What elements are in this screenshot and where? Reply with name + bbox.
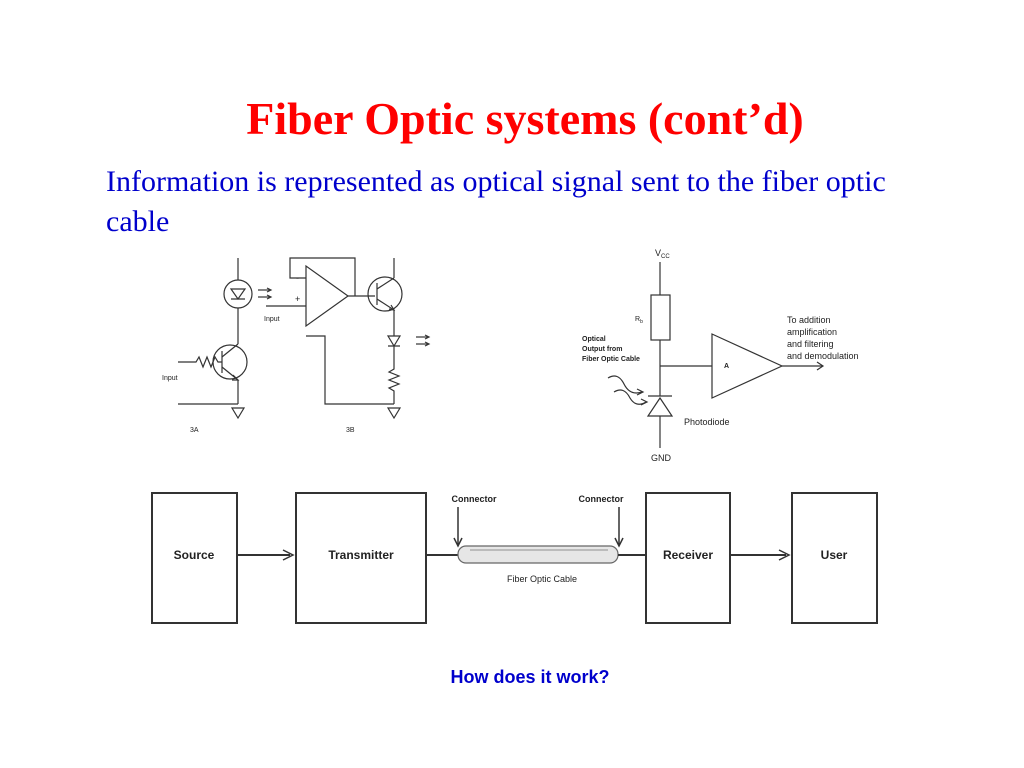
input-3b-label: Input	[264, 316, 280, 323]
transistor-3b	[367, 276, 403, 312]
arrow-source-transmitter	[282, 549, 295, 561]
svg-text:and demodulation: and demodulation	[787, 351, 859, 361]
receiver-circuit: VCC Rb A Photodiode GND Optical Output f…	[582, 248, 859, 463]
slide-title: Fiber Optic systems (cont’d)	[246, 93, 804, 144]
receiver-block	[645, 492, 731, 624]
led-3b	[386, 335, 402, 348]
opamp-plus: +	[295, 294, 300, 304]
label-3a: 3A	[190, 427, 199, 434]
led-arrows-3a	[258, 287, 273, 300]
connector-right-label: Connector	[579, 494, 624, 504]
opamp-3b	[305, 264, 350, 328]
amp-label: A	[724, 363, 729, 370]
user-label: User	[821, 548, 848, 562]
svg-text:Output from: Output from	[582, 346, 622, 353]
source-block	[151, 492, 238, 624]
photodiode-label: Photodiode	[684, 417, 730, 427]
svg-text:To addition: To addition	[787, 315, 831, 325]
amplifier-a	[711, 333, 784, 399]
circuit-3b: - + Input 3B	[264, 257, 431, 434]
opamp-feedback	[289, 257, 356, 296]
resistor-3b	[387, 366, 401, 404]
svg-text:Fiber Optic Cable: Fiber Optic Cable	[582, 356, 640, 363]
label-3b: 3B	[346, 427, 355, 434]
slide-subtitle: Information is represented as optical si…	[106, 165, 886, 238]
how-does-it-work-link: How does it work?	[450, 667, 610, 687]
circuit-3a: Input 3A	[162, 258, 273, 434]
svg-text:amplification: amplification	[787, 327, 837, 337]
svg-text:and filtering: and filtering	[787, 339, 834, 349]
gnd-label: GND	[651, 453, 672, 463]
resistor-3a	[178, 355, 222, 369]
transmitter-block	[295, 492, 427, 624]
optical-label: Optical Output from Fiber Optic Cable	[582, 336, 640, 363]
arrow-receiver-user	[778, 549, 791, 561]
transmitter-circuits: Input 3A - + Input	[162, 257, 431, 434]
ground-3a	[230, 407, 246, 420]
transmitter-label: Transmitter	[328, 548, 394, 562]
ground-3b	[386, 407, 402, 420]
source-label: Source	[174, 548, 215, 562]
cable-label: Fiber Optic Cable	[507, 574, 577, 584]
fiber-optic-cable	[457, 545, 619, 564]
resistor-rb	[650, 294, 671, 341]
connector-left-label: Connector	[452, 494, 497, 504]
output-label: To addition amplification and filtering …	[787, 315, 859, 361]
led-symbol-3a	[229, 288, 247, 301]
rb-label: Rb	[635, 316, 643, 325]
svg-text:Optical: Optical	[582, 336, 606, 343]
receiver-label: Receiver	[663, 548, 713, 562]
led-arrows-3b	[416, 334, 431, 347]
block-diagram: Source Transmitter Fiber Optic Cable Con…	[151, 492, 878, 624]
wire-3b-return	[306, 335, 394, 405]
user-block	[791, 492, 878, 624]
vcc-label: VCC	[655, 248, 670, 260]
input-3a-label: Input	[162, 375, 178, 382]
photodiode	[646, 395, 674, 417]
optical-signal-arrows	[607, 375, 649, 406]
led-3a	[223, 279, 253, 309]
